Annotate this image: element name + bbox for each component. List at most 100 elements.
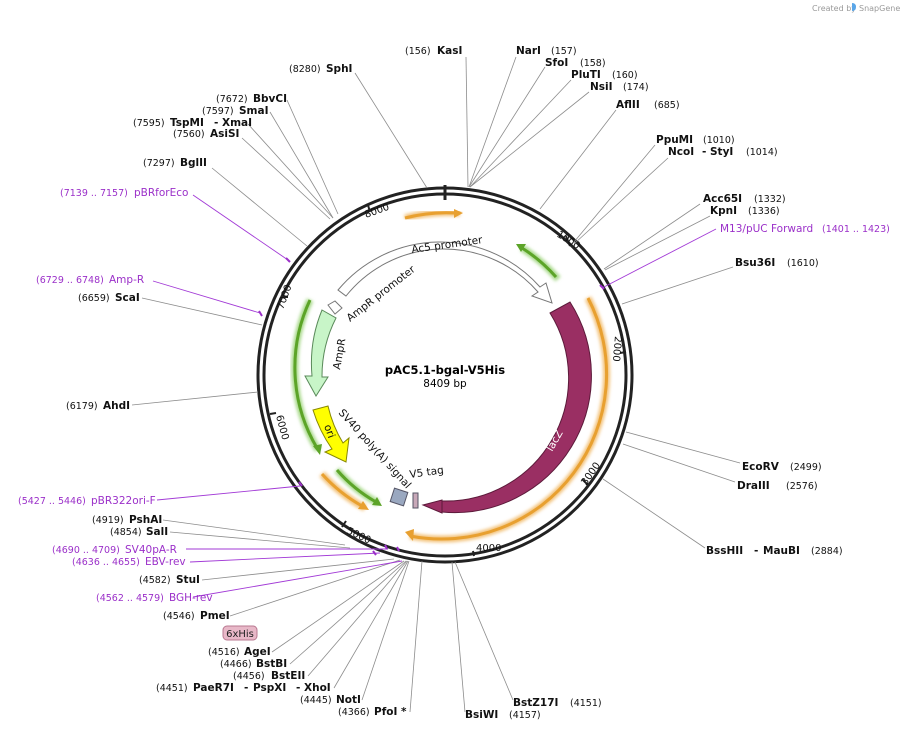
enzyme-name: StuI bbox=[176, 574, 200, 586]
enzyme-name: KasI bbox=[437, 45, 462, 57]
enzyme-pos: (1610) bbox=[787, 258, 819, 269]
enzyme-pos: (685) bbox=[654, 100, 680, 111]
enzyme-name: NotI bbox=[336, 694, 361, 706]
enzyme-name: AhdI bbox=[103, 400, 130, 412]
enzyme-name: TspMI bbox=[170, 117, 204, 129]
enzyme-pos: (7597) bbox=[202, 106, 234, 117]
enzyme-pos: (1014) bbox=[746, 147, 778, 158]
enzyme-pos: (2576) bbox=[786, 481, 818, 492]
enzyme-pos: (2884) bbox=[811, 546, 843, 557]
primer-name: pBRforEco bbox=[134, 187, 188, 199]
svg-text:-: - bbox=[296, 682, 300, 694]
enzyme-pos: (7672) bbox=[216, 94, 248, 105]
enzyme-name: Acc65I bbox=[703, 193, 742, 205]
enzyme-name: NcoI bbox=[668, 146, 694, 158]
his-tag-badge[interactable] bbox=[222, 625, 258, 641]
enzyme-name: SalI bbox=[146, 526, 168, 538]
plasmid-name: pAC5.1-bgal-V5His bbox=[385, 363, 505, 377]
primer-pos: (4690 .. 4709) bbox=[52, 545, 120, 556]
enzyme-pos: (4451) bbox=[156, 683, 188, 694]
primer-pos: (4636 .. 4655) bbox=[72, 557, 140, 568]
enzyme-pos: (156) bbox=[405, 46, 431, 57]
primer-name: pBR322ori-F bbox=[91, 495, 156, 507]
enzyme-pos: (4151) bbox=[570, 698, 602, 709]
plasmid-size: 8409 bp bbox=[423, 378, 467, 390]
enzyme-pos: (7595) bbox=[133, 118, 165, 129]
enzyme-name: BssHII bbox=[706, 545, 743, 557]
primer-name: SV40pA-R bbox=[125, 544, 177, 556]
enzyme-name: BstEII bbox=[271, 670, 305, 682]
enzyme-pos: (4157) bbox=[509, 710, 541, 721]
enzyme-name: PpuMI bbox=[656, 134, 693, 146]
primer-leaders bbox=[152, 194, 717, 598]
svg-text:-: - bbox=[702, 146, 706, 158]
primer-pos: (6729 .. 6748) bbox=[36, 275, 104, 286]
enzyme-name: BstZ17I bbox=[513, 697, 558, 709]
svg-text:-: - bbox=[244, 682, 248, 694]
enzyme-name: AflII bbox=[616, 99, 640, 111]
enzyme-name: ScaI bbox=[115, 292, 140, 304]
enzyme-name: PspXI bbox=[253, 682, 286, 694]
ampr-label: AmpR bbox=[331, 338, 348, 371]
enzyme-pos: (4456) bbox=[233, 671, 265, 682]
enzyme-name: PshAI bbox=[129, 514, 162, 526]
ampr-promoter-arrow[interactable] bbox=[327, 300, 343, 315]
ampr-arrow[interactable] bbox=[304, 309, 337, 397]
created-by-label: Created by bbox=[812, 4, 856, 13]
enzyme-pos: (4366) bbox=[338, 707, 370, 718]
primer-name: M13/pUC Forward bbox=[720, 223, 813, 235]
primer-name: Amp-R bbox=[109, 274, 144, 286]
ori-arrow[interactable] bbox=[312, 405, 350, 463]
svg-text:-: - bbox=[214, 117, 218, 129]
snapgene-brand: SnapGene bbox=[859, 4, 900, 13]
enzyme-name: XmaI bbox=[222, 117, 252, 129]
tick-4000: 4000 bbox=[476, 543, 501, 554]
enzyme-name: AgeI bbox=[244, 646, 271, 658]
ac5-promoter-arrow[interactable] bbox=[337, 241, 553, 304]
enzyme-pos: (4546) bbox=[163, 611, 195, 622]
primer-pos: (7139 .. 7157) bbox=[60, 188, 128, 199]
orf-arcs bbox=[291, 209, 610, 543]
primer-pos: (4562 .. 4579) bbox=[96, 593, 164, 604]
primer-name: EBV-rev bbox=[145, 556, 186, 568]
ring-ticks bbox=[269, 204, 627, 557]
primer-pos: (1401 .. 1423) bbox=[822, 224, 890, 235]
enzyme-pos: (1010) bbox=[703, 135, 735, 146]
primer-name: BGH-rev bbox=[169, 592, 213, 604]
enzyme-name: SmaI bbox=[239, 105, 269, 117]
enzyme-pos: (6659) bbox=[78, 293, 110, 304]
lacz-arrow[interactable] bbox=[421, 301, 592, 514]
tick-2000: 2000 bbox=[610, 336, 623, 362]
enzyme-pos: (2499) bbox=[790, 462, 822, 473]
enzyme-name: SfoI bbox=[545, 57, 568, 69]
svg-text:-: - bbox=[754, 545, 758, 557]
enzyme-pos: (7297) bbox=[143, 158, 175, 169]
primer-markers bbox=[258, 257, 605, 556]
tick-5000: 5000 bbox=[345, 526, 373, 547]
v5-tag-feature[interactable] bbox=[412, 492, 419, 509]
enzyme-name: Bsu36I bbox=[735, 257, 775, 269]
enzyme-name: BglII bbox=[180, 157, 207, 169]
enzyme-name: PmeI bbox=[200, 610, 230, 622]
enzyme-name: BsiWI bbox=[465, 709, 498, 721]
snapgene-logo-icon bbox=[852, 3, 856, 11]
enzyme-pos: (4854) bbox=[110, 527, 142, 538]
enzyme-name: PfoI * bbox=[374, 706, 407, 718]
enzyme-pos: (4919) bbox=[92, 515, 124, 526]
enzyme-pos: (4466) bbox=[220, 659, 252, 670]
sv40-feature[interactable] bbox=[389, 487, 409, 507]
enzyme-pos: (1336) bbox=[748, 206, 780, 217]
enzyme-name: SphI bbox=[326, 63, 352, 75]
enzyme-name: BstBI bbox=[256, 658, 287, 670]
enzyme-name: MauBI bbox=[763, 545, 800, 557]
primer-labels: M13/pUC Forward (1401 .. 1423) (7139 .. … bbox=[18, 187, 890, 604]
enzyme-pos: (7560) bbox=[173, 129, 205, 140]
enzyme-name: NsiI bbox=[590, 81, 613, 93]
enzyme-name: XhoI bbox=[304, 682, 331, 694]
enzyme-pos: (157) bbox=[551, 46, 577, 57]
enzyme-name: DraIII bbox=[737, 480, 770, 492]
enzyme-name: BbvCI bbox=[253, 93, 287, 105]
enzyme-name: EcoRV bbox=[742, 461, 780, 473]
his-tag-label: 6xHis bbox=[226, 629, 254, 640]
enzyme-pos: (158) bbox=[580, 58, 606, 69]
